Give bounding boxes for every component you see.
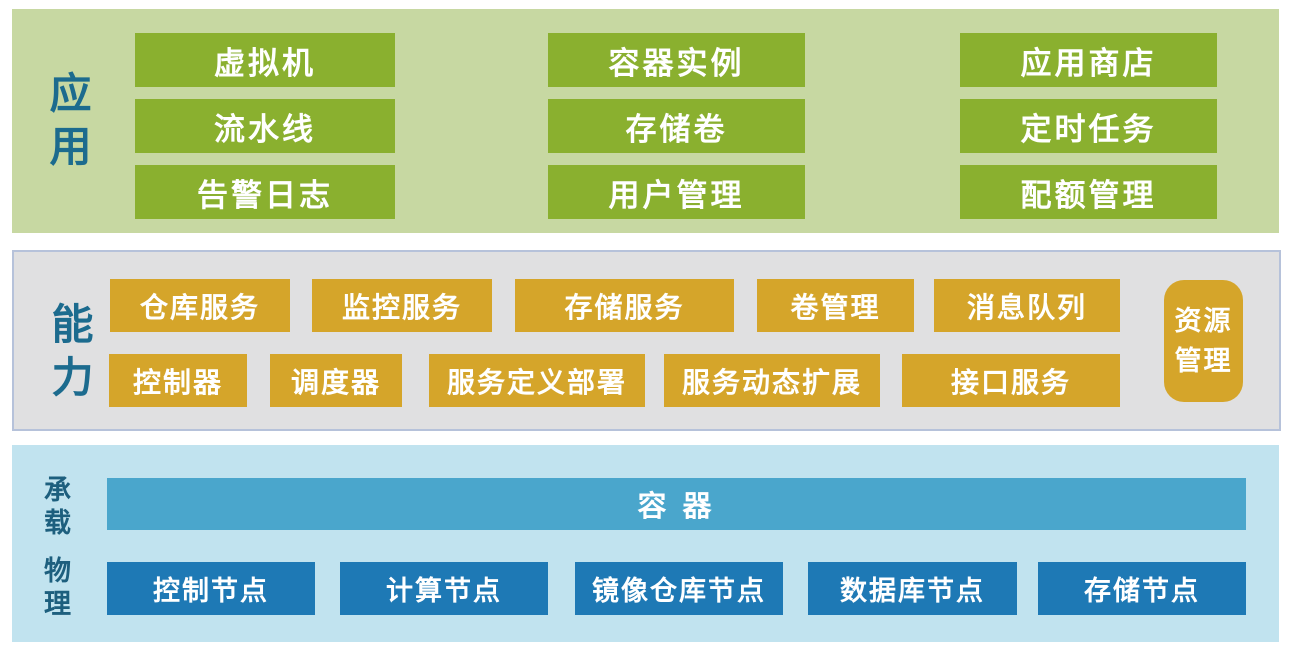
box-scheduled-tasks: 定时任务: [960, 99, 1217, 153]
box-compute-node: 计算节点: [340, 562, 548, 615]
box-storage-service: 存储服务: [515, 279, 734, 332]
layer-label-hosting: 承载: [40, 475, 70, 541]
box-message-queue: 消息队列: [934, 279, 1120, 332]
application-layer-panel: 应用 虚拟机 流水线 告警日志 容器实例 存储卷 用户管理 应用商店 定时任务 …: [12, 9, 1279, 233]
box-storage-node: 存储节点: [1038, 562, 1246, 615]
box-image-registry-node: 镜像仓库节点: [575, 562, 783, 615]
box-container-instance: 容器实例: [548, 33, 805, 87]
box-alert-logs: 告警日志: [135, 165, 395, 219]
box-resource-management: 资源管理: [1164, 280, 1243, 402]
box-scheduler: 调度器: [270, 354, 402, 407]
box-database-node: 数据库节点: [808, 562, 1017, 615]
hosting-physical-layer-panel: 承载 容 器 物理 控制节点 计算节点 镜像仓库节点 数据库节点 存储节点: [12, 445, 1279, 642]
box-monitoring-service: 监控服务: [312, 279, 492, 332]
box-service-dynamic-scaling: 服务动态扩展: [664, 354, 880, 407]
box-registry-service: 仓库服务: [110, 279, 290, 332]
application-column-2: 容器实例 存储卷 用户管理: [548, 33, 805, 219]
box-virtual-machine: 虚拟机: [135, 33, 395, 87]
application-column-1: 虚拟机 流水线 告警日志: [135, 33, 395, 219]
layer-label-physical: 物理: [40, 556, 70, 622]
layer-label-capability: 能力: [46, 302, 93, 408]
box-api-service: 接口服务: [902, 354, 1120, 407]
capability-layer-panel: 能力 仓库服务 监控服务 存储服务 卷管理 消息队列 控制器 调度器 服务定义部…: [12, 250, 1281, 431]
box-app-store: 应用商店: [960, 33, 1217, 87]
box-user-management: 用户管理: [548, 165, 805, 219]
box-controller: 控制器: [109, 354, 247, 407]
box-service-definition-deployment: 服务定义部署: [429, 354, 645, 407]
box-pipeline: 流水线: [135, 99, 395, 153]
container-bar: 容 器: [107, 478, 1246, 530]
box-volume-management: 卷管理: [757, 279, 914, 332]
box-control-node: 控制节点: [107, 562, 315, 615]
layer-label-application: 应用: [44, 71, 91, 177]
box-storage-volume: 存储卷: [548, 99, 805, 153]
application-column-3: 应用商店 定时任务 配额管理: [960, 33, 1217, 219]
box-quota-management: 配额管理: [960, 165, 1217, 219]
